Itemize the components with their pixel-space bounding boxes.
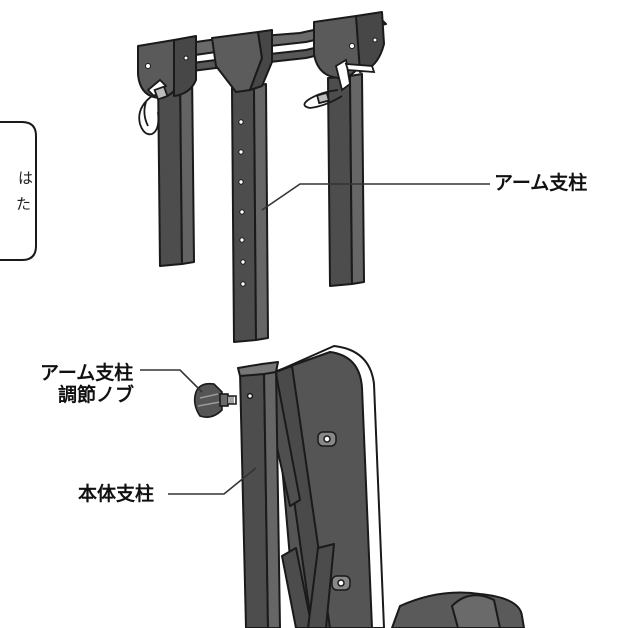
center-arm-leg — [231, 85, 257, 343]
seat-roll — [451, 594, 501, 628]
leader-arm-post — [261, 183, 490, 211]
left-arm-leg — [157, 69, 183, 267]
note-text-line2: た — [16, 195, 32, 213]
right-arm-leg — [327, 75, 353, 287]
body-post-side — [263, 367, 281, 628]
left-pin-clip — [138, 78, 169, 136]
arm-post-knob-label-line2: 調節ノブ — [58, 384, 135, 406]
body-hardware — [246, 392, 351, 591]
right-bracket-flap — [355, 11, 385, 73]
body-frame — [237, 345, 525, 628]
center-bracket-flap — [249, 29, 273, 91]
body-post-label: 本体支柱 — [78, 483, 155, 505]
bracket-bolts — [145, 37, 378, 69]
lower-brace-right — [307, 543, 335, 628]
body-post-cap — [237, 361, 279, 377]
note-text-line1: は — [18, 169, 34, 187]
leader-knob — [140, 369, 203, 393]
center-arm-leg-side — [253, 83, 269, 341]
leader-body-post — [168, 467, 257, 495]
arm-post-knob-label-line1: アーム支柱 — [40, 362, 134, 384]
left-bracket-flap — [173, 35, 197, 97]
arm-post-label: アーム支柱 — [494, 172, 588, 194]
arm-post-frame — [137, 11, 387, 343]
lower-brace-left — [281, 547, 313, 628]
knob-icon — [193, 382, 237, 418]
adjustment-holes — [238, 119, 246, 287]
leader-lines — [140, 183, 490, 495]
note-box — [0, 121, 37, 261]
right-arm-leg-side — [349, 73, 365, 285]
right-pin-clip — [303, 58, 376, 109]
left-arm-leg-side — [179, 67, 195, 265]
